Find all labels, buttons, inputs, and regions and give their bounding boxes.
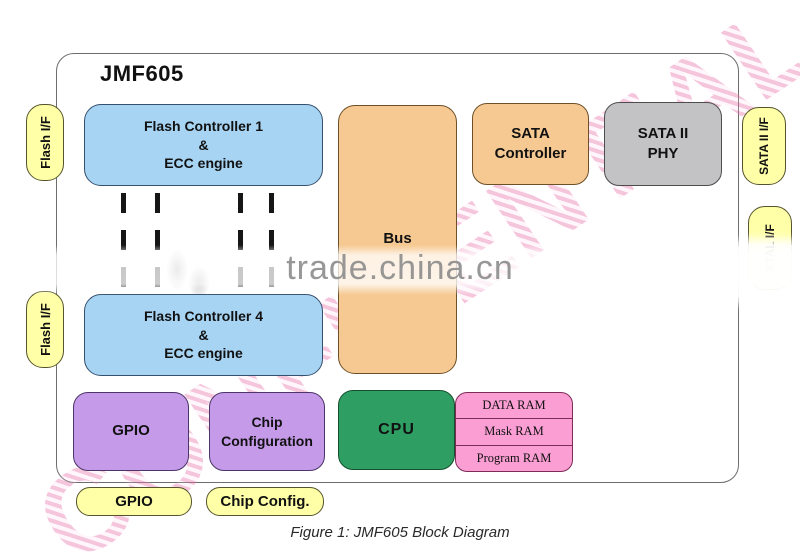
flash-if-pill-bottom: Flash I/F [26,291,64,368]
mask-ram-label: Mask RAM [484,424,544,439]
flash-if-top-label: Flash I/F [37,116,53,169]
flash-channel-line [121,193,126,289]
flash-channel-line [238,193,243,289]
sata-controller-block: SATA Controller [472,103,589,185]
sata-ii-if-label: SATA II I/F [757,117,771,175]
flash-controller-4-line1: Flash Controller 4 [143,307,264,324]
gpio-if-pill: GPIO [76,487,192,516]
flash-controller-1-line2: & [198,136,209,153]
flash-controller-1-line3: ECC engine [164,155,243,172]
sata-ii-if-pill: SATA II I/F [742,107,786,185]
bus-block: Bus [338,105,457,374]
data-ram-label: DATA RAM [482,398,546,413]
gpio-block: GPIO [73,392,189,471]
xtal-if-pill: XTAL I/F [748,206,792,290]
chip-configuration-line2: Configuration [221,432,313,449]
xtal-if-label: XTAL I/F [763,224,777,272]
sata-controller-line1: SATA [511,124,550,142]
flash-controller-1-block: Flash Controller 1 & ECC engine [84,104,323,186]
bus-label: Bus [383,230,412,248]
flash-if-pill-top: Flash I/F [26,104,64,181]
gpio-if-label: GPIO [115,493,153,510]
figure-caption: Figure 1: JMF605 Block Diagram [290,524,510,541]
sata-controller-line2: Controller [494,145,567,162]
flash-if-bottom-label: Flash I/F [37,303,53,356]
program-ram-row: Program RAM [456,444,572,471]
sata-ii-phy-block: SATA II PHY [604,102,722,186]
program-ram-label: Program RAM [476,450,552,465]
chip-configuration-line1: Chip [251,413,283,430]
chip-title: JMF605 [100,61,184,86]
gpio-label: GPIO [112,422,150,440]
sata-ii-phy-line2: PHY [647,145,679,162]
mask-ram-row: Mask RAM [456,418,572,444]
flash-controller-4-block: Flash Controller 4 & ECC engine [84,294,323,376]
flash-channel-line [269,193,274,289]
sata-ii-phy-line1: SATA II [637,124,689,142]
chip-config-if-label: Chip Config. [220,493,310,510]
chip-configuration-block: Chip Configuration [209,392,325,471]
data-ram-row: DATA RAM [456,393,572,418]
flash-controller-1-line1: Flash Controller 1 [143,117,264,134]
cpu-block: CPU [338,390,455,470]
flash-channel-line [155,193,160,289]
chip-config-if-pill: Chip Config. [206,487,324,516]
flash-controller-4-line2: & [198,326,209,343]
ram-block: DATA RAM Mask RAM Program RAM [455,392,573,472]
flash-controller-4-line3: ECC engine [164,345,243,362]
cpu-label: CPU [378,421,415,439]
